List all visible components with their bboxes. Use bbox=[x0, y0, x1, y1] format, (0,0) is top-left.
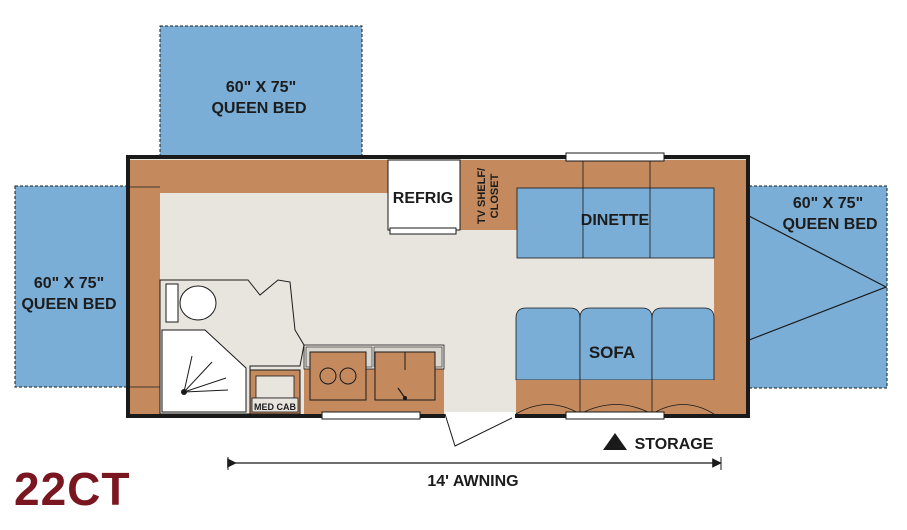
trailer-body bbox=[126, 152, 750, 447]
bed-right-size: 60" X 75" bbox=[793, 195, 863, 212]
storage-triangle-icon bbox=[603, 433, 627, 450]
model-number: 22CT bbox=[14, 463, 131, 515]
bed-top bbox=[159, 25, 363, 158]
refrig-label: REFRIG bbox=[393, 190, 453, 207]
sofa-label: SOFA bbox=[589, 343, 635, 362]
bed-left-size: 60" X 75" bbox=[34, 275, 104, 292]
bed-top-name: QUEEN BED bbox=[211, 100, 306, 117]
bed-right-name: QUEEN BED bbox=[782, 216, 877, 233]
awning-label: 14' AWNING bbox=[427, 473, 518, 490]
storage-label: STORAGE bbox=[635, 436, 714, 453]
dinette-label: DINETTE bbox=[581, 212, 650, 229]
bed-top-size: 60" X 75" bbox=[226, 79, 296, 96]
tv-shelf-label-line2: CLOSET bbox=[489, 173, 501, 218]
awning-dimension-line bbox=[227, 457, 722, 470]
bed-left-name: QUEEN BED bbox=[21, 296, 116, 313]
bed-right bbox=[748, 185, 888, 389]
bed-left bbox=[14, 185, 129, 388]
tv-shelf-label-line1: TV SHELF/ bbox=[476, 168, 488, 224]
med-cab-label: MED CAB bbox=[254, 402, 296, 412]
